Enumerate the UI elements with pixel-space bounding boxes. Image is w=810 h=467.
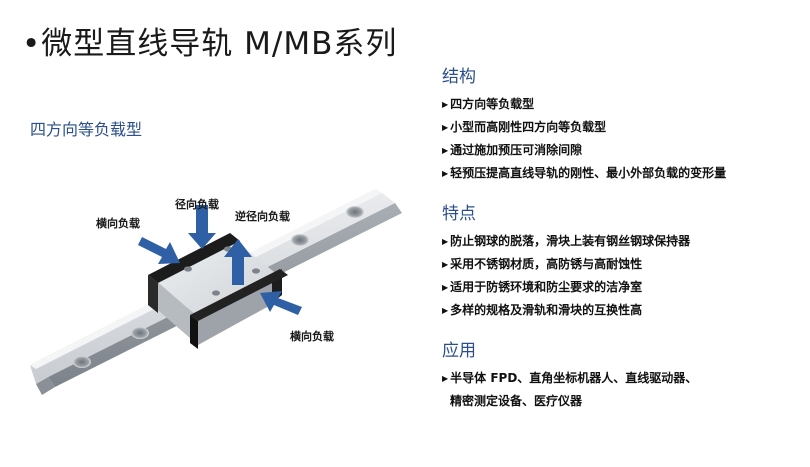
guide-rail-drawing (30, 189, 402, 395)
list-item: ▶防止钢球的脱落，滑块上装有钢丝钢球保持器 (442, 234, 691, 248)
rail-hole (73, 356, 91, 368)
end-seal (190, 269, 288, 321)
bullet-arrow-icon: ▶ (442, 283, 449, 292)
rail-hole (346, 206, 364, 218)
bullet-arrow-icon: ▶ (442, 306, 449, 315)
end-seal (148, 233, 240, 283)
end-seal (148, 275, 158, 313)
list-item-continuation: 精密测定设备、医疗仪器 (450, 394, 583, 408)
block-side (198, 275, 278, 345)
diagram-subtitle: 四方向等负载型 (30, 120, 143, 139)
bullet-arrow-icon: ▶ (442, 123, 449, 132)
rail-end (36, 377, 55, 395)
features-section: 特点 ▶防止钢球的脱落，滑块上装有钢丝钢球保持器 ▶采用不锈钢材质，高防锈与高耐… (442, 199, 802, 322)
bullet-arrow-icon: ▶ (442, 260, 449, 269)
page-title: •微型直线导轨 M/MB系列 (22, 26, 398, 62)
applications-section: 应用 ▶半导体 FPD、直角坐标机器人、直线驱动器、 精密测定设备、医疗仪器 (442, 336, 802, 412)
list-item: ▶采用不锈钢材质，高防锈与高耐蚀性 (442, 257, 643, 271)
radial-load-arrow (188, 205, 216, 249)
end-seal (190, 315, 198, 349)
guide-rail-illustration: 径向负载 逆径向负载 横向负载 横向负载 (30, 165, 430, 425)
feature-list: 结构 ▶四方向等负载型 ▶小型而高刚性四方向等负载型 ▶通过施加预压可消除间隙 … (442, 62, 802, 426)
list-item: ▶半导体 FPD、直角坐标机器人、直线驱动器、 (442, 371, 698, 385)
list-item: ▶轻预压提高直线导轨的刚性、最小外部负载的变形量 (442, 166, 727, 180)
list-item: ▶适用于防锈环境和防尘要求的洁净室 (442, 280, 643, 294)
list-item: ▶通过施加预压可消除间隙 (442, 143, 583, 157)
radial-load-label: 径向负载 (175, 198, 219, 211)
lateral-load-label-left: 横向负载 (96, 217, 140, 230)
reverse-radial-load-label: 逆径向负载 (235, 210, 290, 223)
rail-hole (291, 234, 309, 246)
reverse-radial-arrow (224, 239, 252, 285)
lateral-load-arrow-right (260, 291, 302, 315)
bullet-arrow-icon: ▶ (442, 146, 449, 155)
bullet-arrow-icon: ▶ (442, 169, 449, 178)
structure-section: 结构 ▶四方向等负载型 ▶小型而高刚性四方向等负载型 ▶通过施加预压可消除间隙 … (442, 62, 802, 185)
bullet-arrow-icon: ▶ (442, 237, 449, 246)
block-hole (252, 268, 260, 274)
block-front (152, 277, 198, 345)
bullet-arrow-icon: ▶ (442, 100, 449, 109)
lateral-load-label-right: 横向负载 (290, 330, 334, 343)
list-item: ▶小型而高刚性四方向等负载型 (442, 120, 607, 134)
rail-hole (131, 327, 149, 339)
block-hole (184, 266, 192, 272)
block-hole (212, 290, 220, 296)
lateral-load-arrow-left (138, 237, 180, 264)
bullet-arrow-icon: ▶ (442, 374, 449, 383)
applications-heading: 应用 (442, 341, 476, 361)
load-arrows (138, 205, 302, 315)
structure-heading: 结构 (442, 67, 476, 87)
features-heading: 特点 (442, 204, 476, 224)
list-item: ▶多样的规格及滑轨和滑块的互换性高 (442, 303, 643, 317)
list-item: ▶四方向等负载型 (442, 97, 535, 111)
